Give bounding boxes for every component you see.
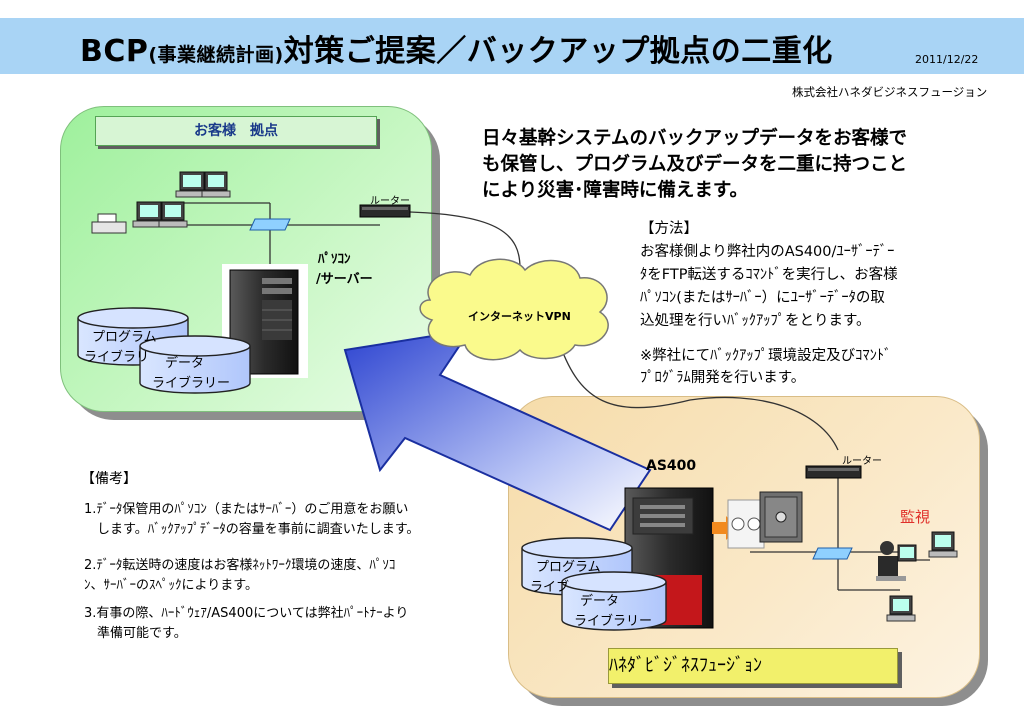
- hbs-program-library-label-1: プログラム: [536, 560, 601, 575]
- headline-line3: により災害･障害時に備えます。: [482, 180, 749, 201]
- remarks-heading: 【備考】: [81, 471, 137, 487]
- as400-label: AS400: [646, 458, 697, 474]
- method-line4: 込処理を行いﾊﾞｯｸｱｯﾌﾟをとります。: [640, 313, 871, 329]
- remarks-item1-line1: 1.ﾃﾞｰﾀ保管用のﾊﾟｿｺﾝ（またはｻｰﾊﾞｰ）のご用意をお願い: [84, 502, 409, 517]
- hub-icon: [249, 218, 291, 231]
- monitor-label: 監視: [900, 508, 931, 526]
- headline: 日々基幹システムのバックアップデータをお客様で も保管し、プログラム及びデータを…: [482, 126, 907, 204]
- server-label-line2: /サーバー: [316, 272, 373, 287]
- remarks-item2-line2: ﾝ、ｻｰﾊﾞｰのｽﾍﾟｯｸによります。: [84, 578, 258, 593]
- remarks-item1: 1.ﾃﾞｰﾀ保管用のﾊﾟｿｺﾝ（またはｻｰﾊﾞｰ）のご用意をお願い します。ﾊﾞ…: [84, 500, 419, 540]
- internet-vpn-label: インターネットVPN: [468, 310, 571, 323]
- router-icon: [359, 204, 411, 218]
- computer-icon-4: [158, 201, 188, 228]
- customer-site-label: お客様 拠点: [95, 116, 377, 146]
- computer-icon-hbs-2: [886, 595, 916, 622]
- hbs-data-library-label-1: データ: [580, 594, 620, 609]
- safe-icon: [759, 491, 803, 543]
- program-library-label-2: ライブラリ: [84, 350, 150, 365]
- tape-icon: [727, 499, 765, 549]
- computer-icon-2: [201, 171, 231, 198]
- computer-icon-3: [132, 201, 166, 228]
- headline-line2: も保管し、プログラム及びデータを二重に持つこと: [482, 154, 907, 175]
- remarks-item3: 3.有事の際、ﾊｰﾄﾞｳｪｱ/AS400については弊社ﾊﾟｰﾄﾅｰより 準備可能…: [84, 604, 408, 644]
- program-library-label-1: プログラム: [92, 330, 157, 345]
- hbs-data-library-label-2: ライブラリー: [574, 614, 653, 629]
- remarks-item3-line1: 3.有事の際、ﾊｰﾄﾞｳｪｱ/AS400については弊社ﾊﾟｰﾄﾅｰより: [84, 606, 409, 621]
- hbs-program-library-label-2: ライブ: [530, 580, 570, 595]
- remarks-item1-line2: します。ﾊﾞｯｸｱｯﾌﾟﾃﾞｰﾀの容量を事前に調査いたします。: [84, 522, 420, 537]
- computer-icon-1: [175, 171, 209, 198]
- method-note-line1: ※弊社にてﾊﾞｯｸｱｯﾌﾟ環境設定及びｺﾏﾝﾄﾞ: [640, 348, 892, 364]
- method-heading: 【方法】: [640, 221, 698, 237]
- remarks-item2-line1: 2.ﾃﾞｰﾀ転送時の速度はお客様ﾈｯﾄﾜｰｸ環境の速度、ﾊﾟｿｺ: [84, 558, 396, 573]
- hbs-site-label: ﾊﾈﾀﾞﾋﾞｼﾞﾈｽﾌｭｰｼﾞｮﾝ: [608, 648, 898, 684]
- title-bar: [0, 18, 1024, 74]
- hub-icon-hbs: [812, 547, 853, 560]
- data-library-label-1: データ: [165, 356, 205, 371]
- data-library-cylinder: [139, 335, 251, 394]
- operator-icon: [876, 541, 917, 581]
- router-label: ルーター: [370, 196, 410, 207]
- router-icon-hbs: [805, 465, 862, 479]
- data-library-label-2: ライブラリー: [152, 376, 231, 391]
- date-text: 2011/12/22: [915, 53, 979, 66]
- method-note-line2: ﾌﾟﾛｸﾞﾗﾑ開発を行います。: [640, 370, 806, 386]
- method-line3: ﾊﾟｿｺﾝ(またはｻｰﾊﾞｰ）にﾕｰｻﾞｰﾃﾞｰﾀの取: [640, 290, 885, 306]
- internet-cloud-icon: [419, 258, 609, 361]
- method-section: 【方法】 お客様側より弊社内のAS400/ﾕｰｻﾞｰﾃﾞｰ ﾀをFTP転送するｺ…: [640, 218, 898, 333]
- remarks-item3-line2: 準備可能です。: [84, 626, 187, 641]
- remarks-item2: 2.ﾃﾞｰﾀ転送時の速度はお客様ﾈｯﾄﾜｰｸ環境の速度、ﾊﾟｿｺ ﾝ、ｻｰﾊﾞｰ…: [84, 556, 395, 596]
- hbs-router-label: ルーター: [842, 456, 882, 467]
- server-label-line1: ﾊﾟｿｺﾝ: [318, 252, 351, 267]
- hbs-data-library-cylinder: [561, 571, 667, 631]
- computer-icon-hbs-1: [928, 531, 958, 558]
- page-title: BCP(事業継続計画)対策ご提案／バックアップ拠点の二重化: [80, 34, 833, 69]
- headline-line1: 日々基幹システムのバックアップデータをお客様で: [482, 128, 907, 149]
- printer-icon: [91, 213, 127, 234]
- company-name: 株式会社ハネダビジネスフュージョン: [792, 85, 988, 99]
- method-line1: お客様側より弊社内のAS400/ﾕｰｻﾞｰﾃﾞｰ: [640, 244, 895, 260]
- method-line2: ﾀをFTP転送するｺﾏﾝﾄﾞを実行し、お客様: [640, 267, 898, 283]
- method-note: ※弊社にてﾊﾞｯｸｱｯﾌﾟ環境設定及びｺﾏﾝﾄﾞ ﾌﾟﾛｸﾞﾗﾑ開発を行います。: [640, 345, 891, 389]
